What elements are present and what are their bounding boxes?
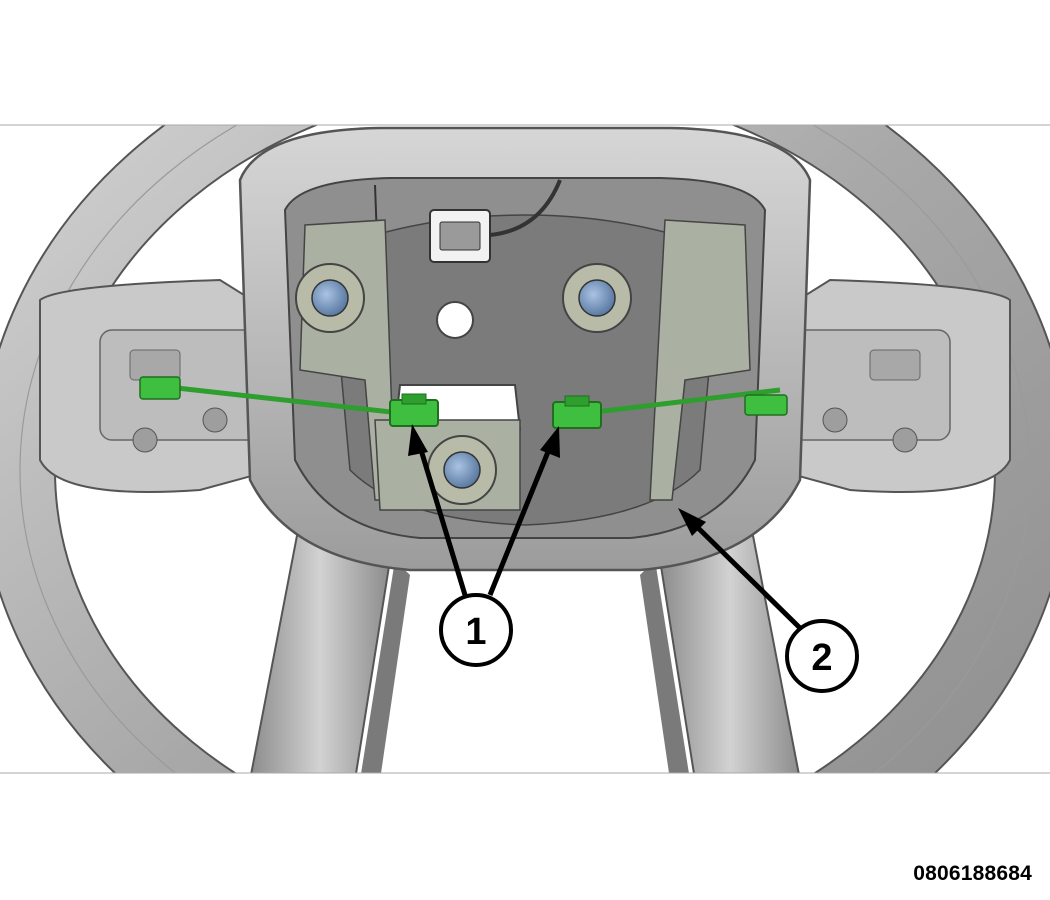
lower-spokes xyxy=(250,518,800,773)
callout-1: 1 xyxy=(439,593,513,667)
figure-id: 0806188684 xyxy=(913,862,1032,885)
harness-connectors xyxy=(389,393,602,429)
bolts xyxy=(295,263,632,505)
leader-arrows xyxy=(408,424,802,630)
callout-2: 2 xyxy=(785,619,859,693)
callout-1-label: 1 xyxy=(465,611,486,653)
switch-wire-harness xyxy=(139,376,788,418)
callout-2-label: 2 xyxy=(811,637,832,679)
wheel-drawing xyxy=(0,125,1050,773)
